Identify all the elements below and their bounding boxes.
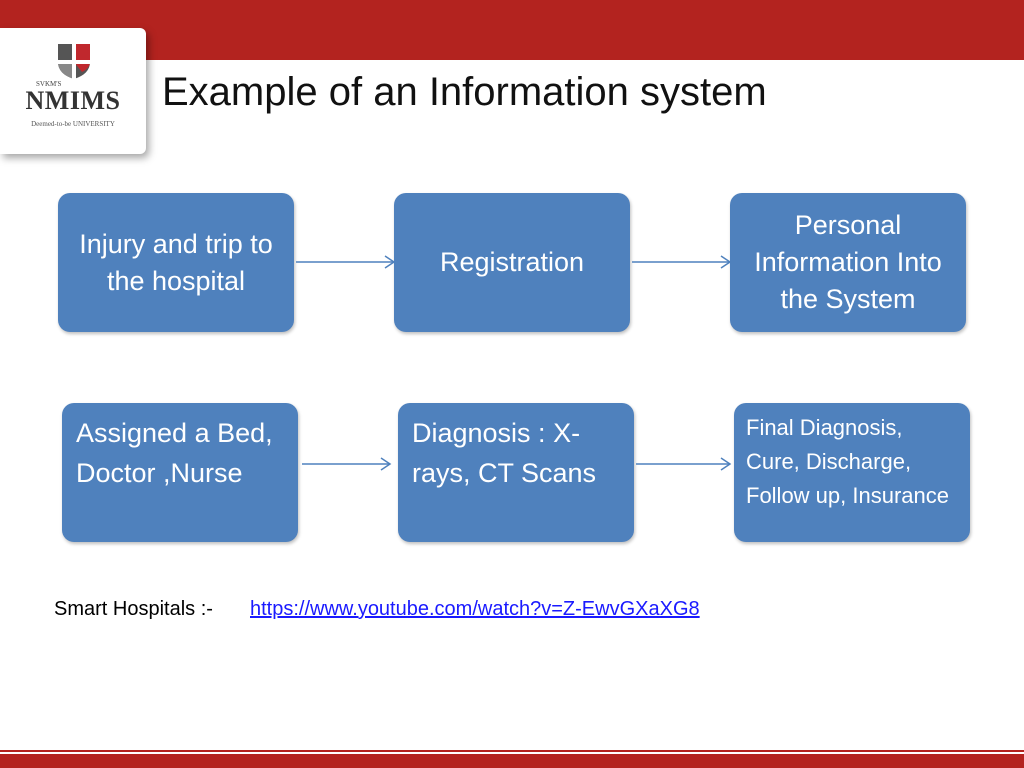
footer-label: Smart Hospitals :-: [54, 598, 213, 620]
flow-box-personal-information: Personal Information Into the System: [730, 193, 966, 332]
flow-box-label: Assigned a Bed, Doctor ,Nurse: [76, 418, 273, 488]
youtube-link[interactable]: https://www.youtube.com/watch?v=Z-EwvGXa…: [250, 598, 700, 620]
flow-box-final-diagnosis: Final Diagnosis, Cure, Discharge, Follow…: [734, 403, 970, 542]
bottom-accent-line: [0, 750, 1024, 752]
flow-box-assigned-bed: Assigned a Bed, Doctor ,Nurse: [62, 403, 298, 542]
logo-small-text: SVKM'S: [36, 80, 62, 88]
shield-logo-icon: [58, 44, 90, 79]
right-arrow-icon: [302, 457, 392, 471]
flow-box-injury: Injury and trip to the hospital: [58, 193, 294, 332]
flow-box-label: Injury and trip to the hospital: [79, 228, 273, 296]
right-arrow-icon: [632, 255, 732, 269]
logo-card: SVKM'S NMIMS Deemed-to-be UNIVERSITY: [0, 28, 146, 154]
flow-box-diagnosis: Diagnosis : X-rays, CT Scans: [398, 403, 634, 542]
flow-box-registration: Registration: [394, 193, 630, 332]
top-accent-bar: [0, 0, 1024, 60]
page-title: Example of an Information system: [162, 70, 767, 114]
logo-tagline: Deemed-to-be UNIVERSITY: [31, 120, 115, 128]
right-arrow-icon: [636, 457, 732, 471]
logo-name: NMIMS: [25, 86, 121, 115]
bottom-accent-bar: [0, 754, 1024, 768]
flow-box-label: Diagnosis : X-rays, CT Scans: [412, 418, 597, 488]
flow-box-label: Registration: [439, 247, 585, 277]
flow-box-label: Personal Information Into the System: [754, 210, 942, 314]
right-arrow-icon: [296, 255, 396, 269]
flow-box-label: Final Diagnosis, Cure, Discharge, Follow…: [746, 415, 949, 508]
